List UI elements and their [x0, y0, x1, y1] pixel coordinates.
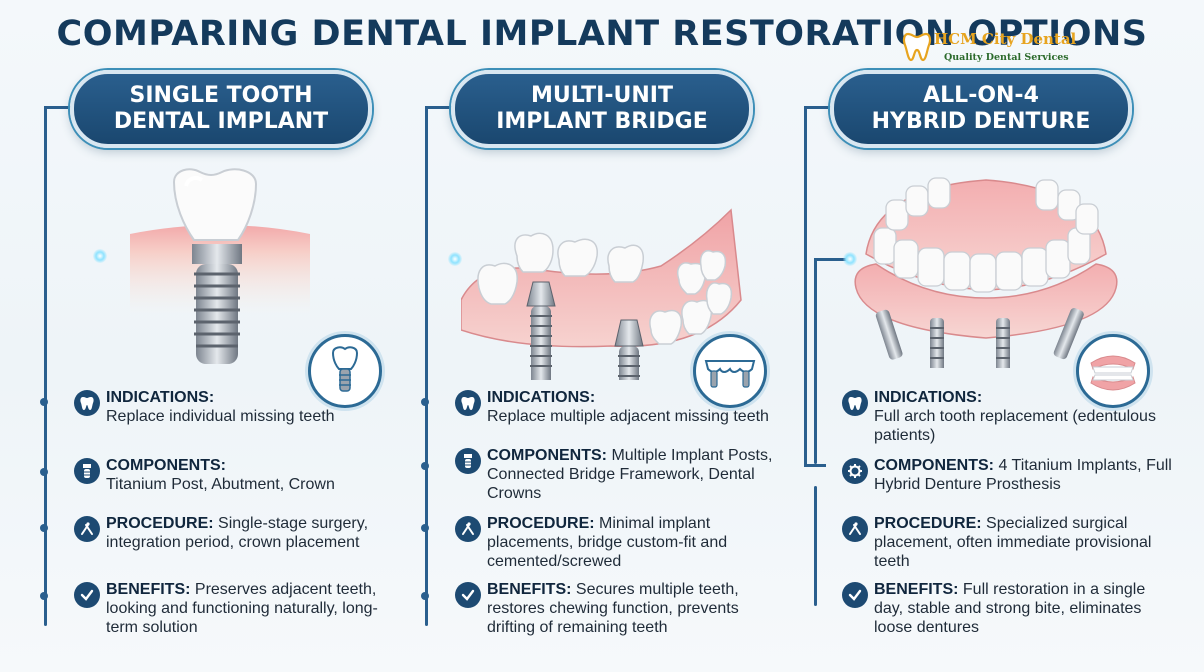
item-label: COMPONENTS: — [487, 447, 607, 464]
timeline-branch-connector — [814, 258, 850, 261]
item-label: PROCEDURE: — [106, 515, 214, 532]
timeline-connector — [44, 106, 74, 109]
bridge-icon — [704, 360, 756, 388]
column-title-line2: IMPLANT BRIDGE — [496, 109, 708, 134]
item-label: COMPONENTS: — [874, 457, 994, 474]
timeline-dot — [421, 462, 429, 470]
brand-logo: HCM City Dental Quality Dental Services — [898, 28, 1078, 68]
column-all-on-4: ALL-ON-4 HYBRID DENTURE — [800, 66, 1190, 666]
glow-marker — [448, 252, 462, 266]
tooth-icon — [455, 390, 481, 416]
item-label: BENEFITS: — [106, 581, 191, 598]
dental-tools-icon — [74, 516, 100, 542]
tooth-icon — [842, 390, 868, 416]
timeline-connector — [804, 106, 834, 109]
item-label: INDICATIONS: — [874, 389, 983, 406]
denture-badge — [1076, 334, 1150, 408]
item-text: Preserves adjacent teeth, looking and fu… — [106, 581, 378, 636]
denture-icon — [1090, 355, 1136, 391]
timeline-connector — [425, 106, 455, 109]
hybrid-denture-illustration — [854, 177, 1118, 368]
item-text: Minimal implant placements, bridge custo… — [487, 515, 728, 570]
item-text: Full arch tooth replacement (edentulous … — [874, 408, 1156, 444]
check-icon — [455, 582, 481, 608]
item-label: PROCEDURE: — [487, 515, 595, 532]
column-title-line1: SINGLE TOOTH — [129, 83, 313, 108]
implant-icon — [74, 458, 100, 484]
glow-marker — [843, 252, 857, 266]
item-text: Multiple Implant Posts, Connected Bridge… — [487, 447, 773, 502]
timeline-dot — [40, 592, 48, 600]
item-label: INDICATIONS: — [487, 389, 596, 406]
timeline-dot — [40, 468, 48, 476]
logo-name: HCM City Dental — [934, 30, 1077, 48]
column-title-line1: MULTI-UNIT — [531, 83, 673, 108]
timeline-dot — [421, 524, 429, 532]
timeline-rail — [425, 106, 428, 626]
single-implant-icon — [331, 346, 359, 392]
item-label: PROCEDURE: — [874, 515, 982, 532]
check-icon — [74, 582, 100, 608]
timeline-dot — [421, 398, 429, 406]
timeline-dot — [421, 592, 429, 600]
item-label: BENEFITS: — [487, 581, 572, 598]
item-text: Replace individual missing teeth — [106, 408, 335, 425]
item-text: Secures multiple teeth, restores chewing… — [487, 581, 739, 636]
column-title-line2: HYBRID DENTURE — [871, 109, 1091, 134]
item-text: Single-stage surgery, integration period… — [106, 515, 369, 551]
dental-tools-icon — [455, 516, 481, 542]
item-text: Full restoration in a single day, stable… — [874, 581, 1146, 636]
glow-marker — [93, 249, 107, 263]
column-single-tooth: SINGLE TOOTH DENTAL IMPLANT — [40, 66, 430, 666]
gear-icon — [842, 458, 868, 484]
single-implant-illustration — [130, 168, 310, 364]
bridge-badge — [693, 334, 767, 408]
column-title-line2: DENTAL IMPLANT — [113, 109, 329, 134]
column-title-line1: ALL-ON-4 — [923, 83, 1039, 108]
timeline-rail — [804, 106, 807, 466]
item-text: 4 Titanium Implants, Full Hybrid Denture… — [874, 457, 1172, 493]
timeline-branch — [814, 258, 817, 464]
item-text: Replace multiple adjacent missing teeth — [487, 408, 769, 425]
bridge-illustration — [461, 208, 742, 380]
column-title-pill: SINGLE TOOTH DENTAL IMPLANT — [70, 70, 372, 148]
item-text: Titanium Post, Abutment, Crown — [106, 476, 335, 493]
item-label: BENEFITS: — [874, 581, 959, 598]
timeline-branch-connector — [804, 464, 826, 467]
column-title-pill: MULTI-UNIT IMPLANT BRIDGE — [451, 70, 753, 148]
tooth-icon — [74, 390, 100, 416]
column-title-pill: ALL-ON-4 HYBRID DENTURE — [830, 70, 1132, 148]
dental-tools-icon — [842, 516, 868, 542]
check-icon — [842, 582, 868, 608]
item-label: INDICATIONS: — [106, 389, 215, 406]
logo-tagline: Quality Dental Services — [944, 52, 1069, 63]
implant-icon — [455, 448, 481, 474]
timeline-dot — [40, 524, 48, 532]
page-title: COMPARING DENTAL IMPLANT RESTORATION OPT… — [56, 14, 1148, 54]
item-text: Specialized surgical placement, often im… — [874, 515, 1152, 570]
column-multi-unit: MULTI-UNIT IMPLANT BRIDGE — [421, 66, 811, 666]
timeline-rail-lower — [814, 486, 817, 606]
timeline-dot — [40, 398, 48, 406]
item-label: COMPONENTS: — [106, 457, 226, 474]
tooth-logo-icon — [902, 32, 932, 62]
timeline-rail — [44, 106, 47, 626]
implant-badge — [308, 334, 382, 408]
